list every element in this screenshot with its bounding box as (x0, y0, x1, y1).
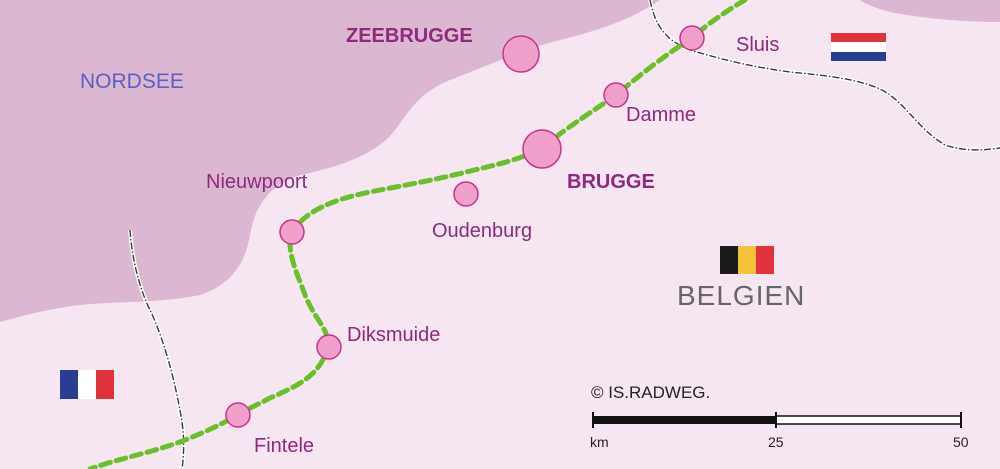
marker-damme (603, 82, 629, 108)
scale-mid-label: 25 (768, 434, 784, 450)
border-nl-be-outline (648, 0, 1000, 152)
marker-sluis (679, 25, 705, 51)
marker-zeebrugge (502, 35, 540, 73)
place-label-zeebrugge: ZEEBRUGGE (346, 25, 473, 47)
scale-max-label: 50 (953, 434, 969, 450)
marker-nieuwpoort (279, 219, 305, 245)
scale-unit-label: km (590, 434, 609, 450)
north-sea-area (0, 0, 660, 322)
copyright-text: © IS.RADWEG. (591, 383, 711, 402)
country-label: BELGIEN (677, 280, 806, 311)
marker-oudenburg (453, 181, 479, 207)
place-label-sluis: Sluis (736, 34, 780, 56)
scale-bar-white (775, 415, 962, 425)
scale-bar-black (593, 416, 776, 424)
scale-bar (592, 412, 962, 428)
place-label-fintele: Fintele (254, 435, 315, 457)
place-label-diksmuide: Diksmuide (347, 324, 441, 346)
sea-corner-ne (860, 0, 1000, 22)
france-flag (60, 370, 114, 399)
marker-brugge (522, 129, 562, 169)
place-label-oudenburg: Oudenburg (432, 220, 533, 242)
place-label-brugge: BRUGGE (567, 171, 655, 193)
border-fr-be (129, 229, 185, 469)
sea-label: NORDSEE (80, 70, 184, 93)
netherlands-flag (831, 33, 886, 61)
place-markers (225, 25, 705, 428)
place-label-nieuwpoort: Nieuwpoort (206, 171, 308, 193)
marker-diksmuide (316, 334, 342, 360)
marker-fintele (225, 402, 251, 428)
belgium-flag (720, 246, 774, 274)
place-label-damme: Damme (626, 104, 697, 126)
